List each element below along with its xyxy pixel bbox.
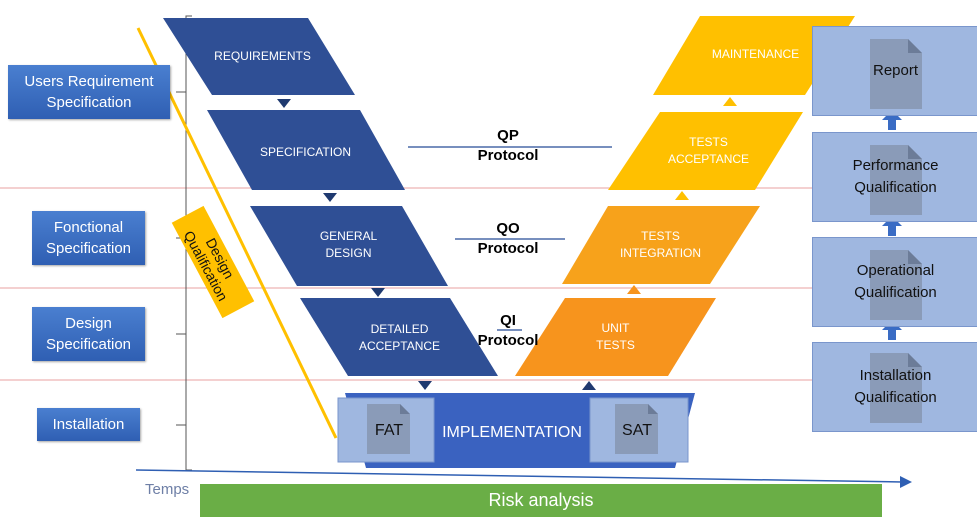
tests-acceptance-line2: ACCEPTANCE <box>667 152 750 166</box>
qp-code: QP <box>497 127 519 144</box>
risk-analysis-bar: Risk analysis <box>200 484 882 517</box>
report-label: Report <box>872 62 919 79</box>
up-arrow <box>723 97 737 106</box>
specification-label: SPECIFICATION <box>259 145 352 159</box>
down-arrow <box>277 99 291 108</box>
design-specification-box: Design Specification <box>32 307 145 361</box>
unit-tests-line1: UNIT <box>601 321 630 335</box>
qp-protocol: QP Protocol <box>463 126 553 166</box>
up-arrow-shaft <box>888 328 896 340</box>
qi-protocol: QI Protocol <box>463 311 553 351</box>
implementation-label: IMPLEMENTATION <box>442 424 582 441</box>
sat-doc-fold-icon <box>648 404 658 414</box>
maintenance-label: MAINTENANCE <box>711 47 800 61</box>
detailed-acceptance-shape <box>300 298 498 376</box>
qo-protocol: QO Protocol <box>463 219 553 259</box>
tests-integration-line2: INTEGRATION <box>619 246 702 260</box>
detailed-line2: ACCEPTANCE <box>358 339 441 353</box>
sat-doc-icon <box>615 404 658 454</box>
qo-code: QO <box>496 220 520 237</box>
unit-tests-line2: TESTS <box>596 338 635 352</box>
installation-line2: Qualification <box>854 389 937 406</box>
timeline-arrowhead <box>900 476 912 488</box>
general-design-shape <box>250 206 448 286</box>
fonctional-specification-box: Fonctional Specification <box>32 211 145 265</box>
down-arrow <box>418 381 432 390</box>
qi-protocol-label: Protocol <box>477 332 539 349</box>
down-arrow <box>323 193 337 202</box>
timeline-axis <box>135 469 903 483</box>
qp-protocol-label: Protocol <box>477 147 539 164</box>
operational-line2: Qualification <box>854 284 937 301</box>
installation-line1: Installation <box>859 367 932 384</box>
qi-code: QI <box>500 312 516 329</box>
report-doc-icon <box>870 39 922 109</box>
down-arrow <box>371 288 385 297</box>
up-arrow <box>675 191 689 200</box>
requirements-label: REQUIREMENTS <box>214 49 311 63</box>
tests-acceptance-line1: TESTS <box>689 135 728 149</box>
general-design-line1: GENERAL <box>319 229 378 243</box>
tests-integration-shape <box>562 206 760 284</box>
report-box: Report <box>812 26 977 116</box>
design-qualification-line <box>136 27 338 439</box>
unit-tests-label: UNIT TESTS <box>548 320 683 354</box>
detailed-line1: DETAILED <box>370 322 429 336</box>
operational-doc-icon <box>870 250 922 320</box>
tests-integration-line1: TESTS <box>641 229 680 243</box>
up-arrow <box>627 285 641 294</box>
up-arrow-shaft <box>888 224 896 236</box>
specification-shape <box>207 110 405 190</box>
tests-integration-label: TESTS INTEGRATION <box>593 228 728 262</box>
up-arrow <box>582 381 596 390</box>
tests-acceptance-label: TESTS ACCEPTANCE <box>641 134 776 168</box>
up-arrow-shaft <box>888 118 896 130</box>
sat-label: SAT <box>622 422 652 439</box>
requirements-shape <box>163 18 355 95</box>
installation-doc-icon <box>870 353 922 423</box>
performance-doc-icon <box>870 145 922 215</box>
fat-label: FAT <box>374 422 404 439</box>
general-design-label: GENERAL DESIGN <box>281 228 416 262</box>
temps-label: Temps <box>145 481 190 498</box>
fat-doc-icon <box>367 404 410 454</box>
qo-protocol-label: Protocol <box>477 240 539 257</box>
general-design-line2: DESIGN <box>325 246 372 260</box>
installation-box: Installation <box>37 408 140 441</box>
performance-line1: Performance <box>852 157 939 174</box>
unit-tests-shape <box>515 298 716 376</box>
operational-line1: Operational <box>856 262 935 279</box>
detailed-acceptance-label: DETAILED ACCEPTANCE <box>332 321 467 355</box>
users-requirement-specification-box: Users Requirement Specification <box>8 65 170 119</box>
fat-doc-fold-icon <box>400 404 410 414</box>
maintenance-shape <box>653 16 855 95</box>
performance-line2: Qualification <box>854 179 937 196</box>
tests-acceptance-shape <box>608 112 803 190</box>
